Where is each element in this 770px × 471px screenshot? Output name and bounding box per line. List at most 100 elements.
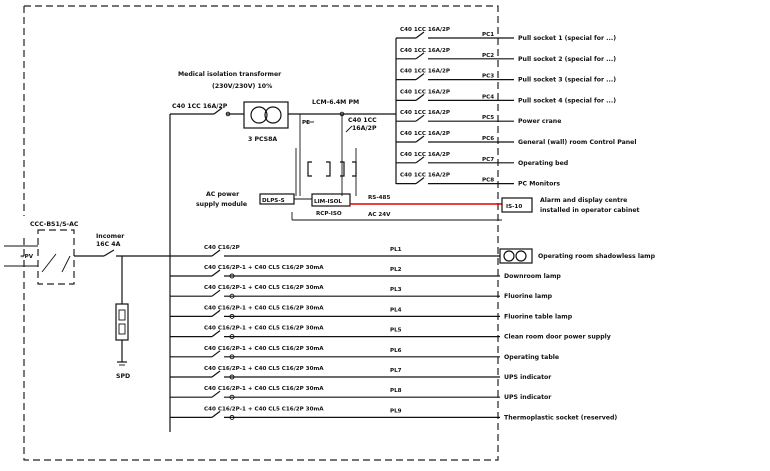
psu-line1: AC power	[206, 191, 240, 198]
it-branch: C40 1CC 16A/2P PC8 PC Monitors	[396, 173, 560, 188]
it-branch-load: PC Monitors	[518, 181, 560, 188]
tn-branch-code: PL5	[390, 328, 402, 334]
lamp-icon	[503, 250, 515, 262]
it-branch-code: PC6	[482, 136, 494, 142]
it-branch-breaker: C40 1CC 16A/2P	[400, 89, 450, 95]
tn-branch: C40 C16/2P-1 + C40 CL5 C16/2P 30mA PL6Ope…	[170, 346, 559, 361]
tn-branch-breaker: C40 C16/2P	[204, 245, 240, 251]
tn-branch-code: PL4	[390, 307, 402, 313]
surge-device: SPD	[115, 303, 130, 380]
tn-branch-code: PL1	[390, 247, 402, 253]
it-branch-load: General (wall) room Control Panel	[518, 139, 636, 146]
it-branch-code: PC1	[482, 32, 494, 38]
alarm-desc-1: Alarm and display centre	[540, 197, 627, 204]
tn-branch-load: UPS indicator	[504, 374, 552, 381]
tn-branch-code: PL3	[390, 287, 402, 293]
tn-branch-breaker: C40 C16/2P-1 + C40 CL5 C16/2P 30mA	[204, 265, 324, 271]
tn-branch: C40 C16/2P-1 + C40 CL5 C16/2P 30mA PL7UPS…	[170, 366, 552, 381]
monitor-label: LCM-6.4M PM	[312, 99, 359, 106]
tn-branch: C40 C16/2P-1 + C40 CL5 C16/2P 30mA PL8UPS…	[170, 386, 552, 401]
inverter-label: CCC-BS1/S-AC	[30, 221, 79, 228]
tn-branch-load: UPS indicator	[504, 394, 552, 401]
tn-branch-breaker: C40 C16/2P-1 + C40 CL5 C16/2P 30mA	[204, 366, 324, 372]
tn-branch-breaker: C40 C16/2P-1 + C40 CL5 C16/2P 30mA	[204, 386, 324, 392]
it-branch-code: PC7	[482, 157, 494, 163]
bus-rs485: RS-485	[368, 195, 390, 201]
it-branch-code: PC5	[482, 115, 494, 121]
tn-branch-load: Thermoplastic socket (reserved)	[504, 414, 617, 421]
insulation-monitor: LCM-6.4M PM C40 1CC 16A/2P	[295, 99, 377, 196]
it-branch-load: Pull socket 4 (special for ...)	[518, 97, 616, 104]
tn-branch: C40 C16/2P-1 + C40 CL5 C16/2P 30mA PL5Cle…	[170, 326, 611, 341]
tn-branch-code: PL6	[390, 348, 402, 354]
tn-branch-code: PL8	[390, 388, 402, 394]
tn-branch-breaker: C40 C16/2P-1 + C40 CL5 C16/2P 30mA	[204, 346, 324, 352]
tn-branch-load: Operating table	[504, 354, 559, 361]
transformer-core-label: 3 PCS8A	[248, 136, 277, 143]
it-branch-breaker: C40 1CC 16A/2P	[400, 173, 450, 179]
it-branch-code: PC4	[482, 94, 494, 100]
it-branch-breaker: C40 1CC 16A/2P	[400, 131, 450, 137]
tn-branch-code: PL7	[390, 368, 402, 374]
it-branch-code: PC3	[482, 74, 494, 80]
it-branch-breaker: C40 1CC 16A/2P	[400, 69, 450, 75]
svg-text:PE: PE	[302, 120, 310, 126]
feed-breaker-label: C40 1CC 16A/2P	[172, 103, 228, 110]
it-branch-breaker: C40 1CC 16A/2P	[400, 152, 450, 158]
incomer-line1: Incomer	[96, 233, 125, 240]
incomer-breaker: Incomer 16C 4A	[74, 233, 170, 304]
it-branch-breaker: C40 1CC 16A/2P	[400, 48, 450, 54]
bus-ac24v: AC 24V	[368, 212, 391, 218]
enclosure-border	[23, 5, 499, 461]
tn-branch-breaker: C40 C16/2P-1 + C40 CL5 C16/2P 30mA	[204, 326, 324, 332]
surge-label: SPD	[116, 373, 130, 380]
it-branch-breaker: C40 1CC 16A/2P	[400, 27, 450, 33]
psu-line2: supply module	[196, 201, 247, 208]
alarm-panel-box: IS-10	[506, 204, 522, 210]
alarm-box1: LIM-ISOL	[314, 199, 342, 205]
transformer-feed: C40 1CC 16A/2P	[170, 103, 244, 117]
inverter-source: CCC-BS1/S-AC =PV	[4, 221, 79, 285]
alarm-box2: RCP-ISO	[316, 211, 342, 217]
inverter-box	[37, 229, 75, 285]
monitor-breaker: C40 1CC	[348, 117, 377, 124]
tn-branch-load: Fluorine table lamp	[504, 313, 573, 320]
transformer-title-2: (230V/230V) 10%	[212, 83, 272, 90]
tn-branch-load: Downroom lamp	[504, 273, 561, 280]
monitor-breaker2: 16A/2P	[352, 125, 377, 132]
tn-branch-load: Operating room shadowless lamp	[538, 253, 656, 260]
tn-branch: C40 C16/2P-1 + C40 CL5 C16/2P 30mA PL3Flu…	[170, 285, 553, 300]
it-branch-load: Pull socket 3 (special for ...)	[518, 77, 616, 84]
transformer-title-1: Medical isolation transformer	[178, 71, 282, 78]
tn-branch-code: PL2	[390, 267, 402, 273]
tn-branch: C40 C16/2P-1 + C40 CL5 C16/2P 30mA PL2Dow…	[170, 265, 561, 280]
it-branch-load: Operating bed	[518, 160, 568, 167]
it-branch-load: Power crane	[518, 118, 561, 125]
tn-branch-load: Clean room door power supply	[504, 334, 611, 341]
alarm-unit: LIM-ISOL RCP-ISO RS-485 AC 24V IS-10 Ala…	[291, 193, 640, 221]
power-supply-module: AC power supply module DLPS-S	[196, 191, 312, 208]
alarm-desc-2: installed in operator cabinet	[540, 207, 640, 214]
it-branch-code: PC8	[482, 178, 494, 184]
tn-branch-breaker: C40 C16/2P-1 + C40 CL5 C16/2P 30mA	[204, 285, 324, 291]
psu-box: DLPS-S	[262, 198, 285, 204]
incomer-line2: 16C 4A	[96, 241, 121, 248]
inverter-inner-label: =PV	[20, 254, 34, 260]
tn-branch-breaker: C40 C16/2P-1 + C40 CL5 C16/2P 30mA	[204, 406, 324, 412]
it-branch-load: Pull socket 2 (special for ...)	[518, 56, 616, 63]
isolation-transformer: Medical isolation transformer (230V/230V…	[178, 71, 396, 196]
tn-branch-load: Fluorine lamp	[504, 293, 553, 300]
